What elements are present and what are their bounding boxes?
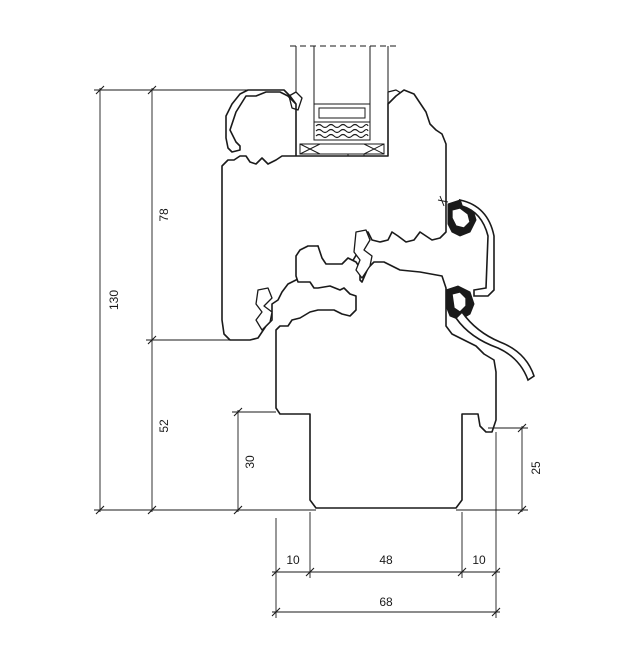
desiccant-fill [313, 121, 371, 141]
drip-nose [454, 310, 535, 382]
dim-drip-height: 25 [456, 423, 543, 515]
weather-drip-profile [437, 195, 535, 382]
lower-drip-seal-core [451, 291, 467, 313]
sealant-hatch [299, 143, 385, 155]
inner-rebate-seal [255, 287, 273, 331]
sash-profile [275, 245, 497, 509]
label-sash-lower: 30 [243, 455, 257, 469]
sealant-strip [299, 143, 385, 155]
spacer-inner [318, 107, 366, 119]
glazing-unit [290, 45, 398, 161]
dim-width-row: 10 48 10 [271, 432, 501, 618]
label-core-width: 48 [379, 553, 393, 567]
label-right-offset: 10 [472, 553, 486, 567]
label-overall-height: 130 [107, 290, 121, 310]
frame-profile [221, 89, 447, 341]
dim-sash-lower: 30 [232, 407, 276, 515]
label-drip-height: 25 [529, 461, 543, 475]
dim-frame-height: 78 [146, 85, 230, 345]
label-sash-height: 52 [157, 419, 171, 433]
label-overall-width: 68 [379, 595, 393, 609]
sash-seals [255, 229, 373, 331]
label-frame-height: 78 [157, 208, 171, 222]
drip-clip [437, 195, 449, 207]
dim-overall-width: 68 [271, 595, 501, 617]
upper-drip-seal-core [451, 207, 471, 229]
dim-sash-height: 52 [147, 340, 171, 515]
spacer-bar [313, 103, 371, 123]
upper-drip-rail [458, 198, 495, 297]
label-left-offset: 10 [286, 553, 300, 567]
inner-glazing-gasket [288, 91, 303, 111]
dim-overall-height: 130 [94, 85, 316, 515]
middle-seal [353, 229, 373, 279]
